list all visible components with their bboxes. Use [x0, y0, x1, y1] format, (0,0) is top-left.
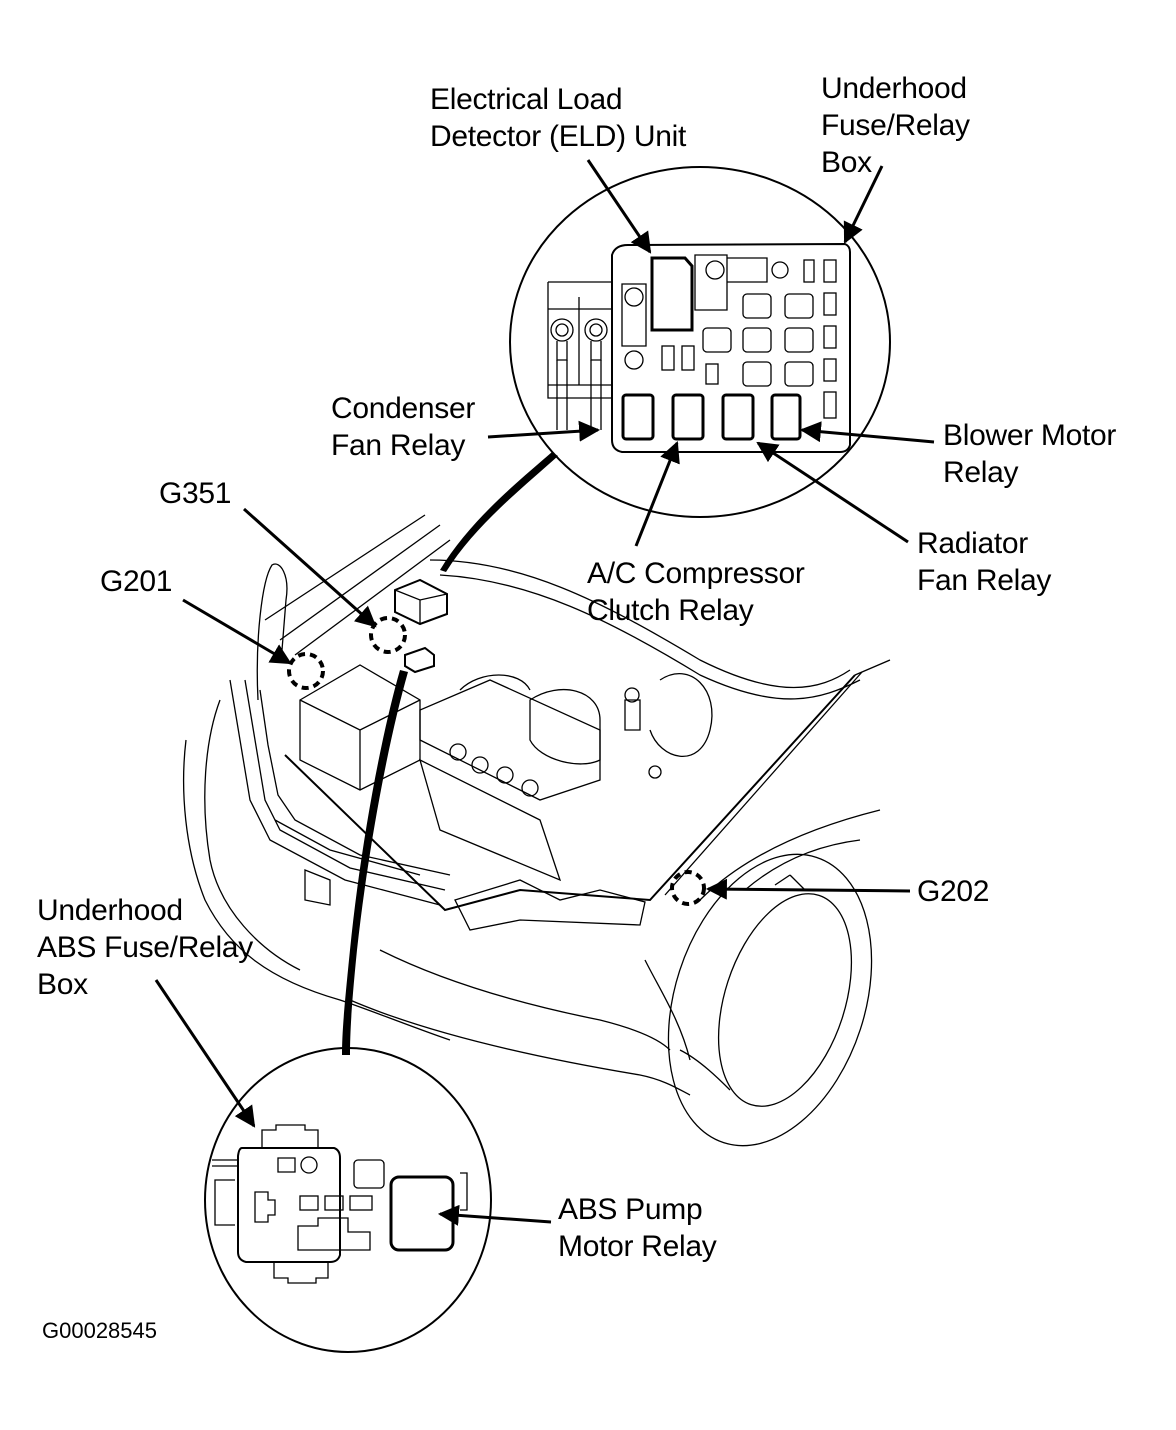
label-g351: G351 [159, 475, 232, 512]
arrow-g202 [705, 878, 911, 900]
label-underhood-fuse-box: Underhood Fuse/Relay Box [821, 70, 970, 181]
label-radiator-fan-relay: Radiator Fan Relay [917, 525, 1051, 599]
label-line: Condenser [331, 392, 476, 425]
label-line: G201 [100, 565, 173, 598]
arrow-abs-fuse-box [154, 979, 256, 1128]
ac-compressor-clutch-relay-slot [671, 393, 705, 441]
label-line: Motor Relay [558, 1230, 717, 1263]
label-blower-motor-relay: Blower Motor Relay [943, 417, 1116, 491]
label-g201: G201 [100, 563, 173, 600]
arrow-underhood-fuse-box [843, 165, 884, 244]
g351-ground-marker [369, 616, 407, 654]
label-line: Radiator [917, 527, 1028, 560]
label-line: Underhood [821, 72, 967, 105]
label-g202: G202 [917, 873, 990, 910]
vehicle-front-illustration [183, 514, 891, 1147]
blower-motor-relay-slot [770, 393, 802, 441]
arrow-eld-unit [586, 159, 652, 254]
label-condenser-fan-relay: Condenser Fan Relay [331, 390, 475, 464]
g201-ground-marker [287, 652, 325, 690]
arrow-g351 [243, 507, 377, 628]
arrow-radiator-fan-relay [756, 441, 909, 544]
label-line: Fuse/Relay [821, 109, 970, 142]
label-eld-unit: Electrical Load Detector (ELD) Unit [430, 81, 686, 155]
arrow-blower-motor-relay [799, 421, 935, 444]
label-ac-compressor-clutch-relay: A/C Compressor Clutch Relay [587, 555, 805, 629]
label-line: Underhood [37, 894, 183, 927]
radiator-fan-relay-slot [721, 393, 755, 441]
label-abs-pump-motor-relay: ABS Pump Motor Relay [558, 1191, 717, 1265]
label-line: Blower Motor [943, 419, 1117, 452]
figure-code: G00028545 [42, 1318, 157, 1343]
label-line: ABS Fuse/Relay [37, 931, 253, 964]
detail-connector-top [440, 452, 558, 572]
arrow-condenser-fan-relay [487, 420, 601, 442]
abs-fuse-box-detail [204, 1047, 492, 1353]
arrow-g201 [182, 598, 292, 665]
label-line: ABS Pump [558, 1193, 703, 1226]
label-line: Electrical Load [430, 83, 623, 116]
label-line: Detector (ELD) Unit [430, 120, 687, 153]
arrow-ac-compressor-clutch-relay [634, 441, 680, 547]
label-line: G351 [159, 477, 232, 510]
label-line: Box [821, 146, 872, 179]
label-line: Relay [943, 456, 1019, 489]
label-line: Fan Relay [917, 564, 1052, 597]
leader-arrows [154, 159, 935, 1226]
label-line: Fan Relay [331, 429, 466, 462]
g202-ground-marker [670, 870, 706, 906]
label-line: Box [37, 968, 88, 1001]
label-abs-fuse-box: Underhood ABS Fuse/Relay Box [37, 892, 253, 1003]
label-line: A/C Compressor [587, 557, 805, 590]
underhood-fuse-box-detail [509, 166, 891, 518]
label-line: Clutch Relay [587, 594, 754, 627]
arrow-abs-pump-motor-relay [437, 1204, 552, 1226]
condenser-fan-relay-slot [621, 393, 655, 441]
label-line: G202 [917, 875, 990, 908]
detail-connector-bottom [342, 670, 408, 1055]
